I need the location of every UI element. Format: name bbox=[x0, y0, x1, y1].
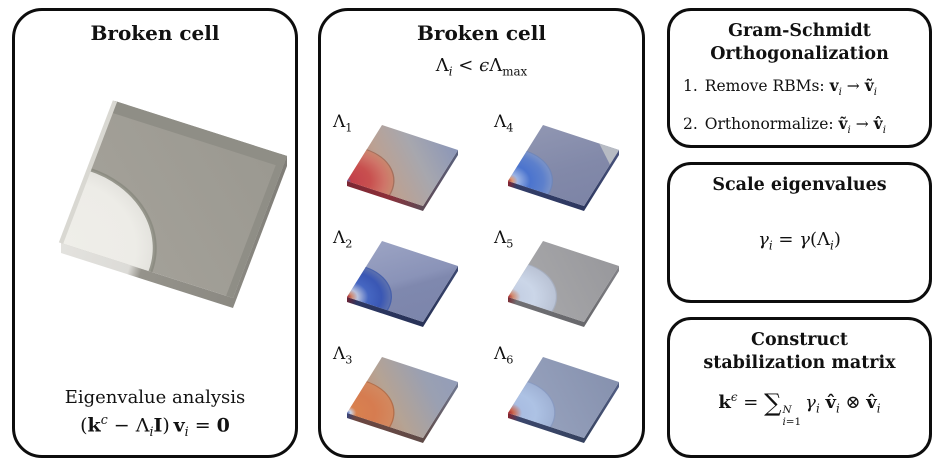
gamma-equation: γi = γ(Λi) bbox=[758, 228, 841, 253]
mode-surface-3d bbox=[335, 341, 480, 455]
eigenvalue-caption: Eigenvalue analysis (kc − ΛiI) vi = 0 bbox=[15, 385, 295, 441]
box-title: Gram-Schmidt Orthogonalization bbox=[670, 11, 929, 66]
panel-title: Broken cell bbox=[417, 21, 546, 45]
panel-broken-cell: Broken cell Eigenvalue analysis (kc − Λi… bbox=[12, 8, 298, 458]
modes-grid: Λ1 Λ2 Λ3 bbox=[329, 103, 640, 455]
mode-label: Λ6 bbox=[494, 344, 514, 367]
step-1: 1. Remove RBMs: vi → ṽi bbox=[683, 76, 916, 99]
step-2: 2. Orthonormalize: ṽi → v̂i bbox=[683, 114, 916, 137]
mode-surface-3d bbox=[496, 225, 641, 339]
box-gram-schmidt: Gram-Schmidt Orthogonalization 1. Remove… bbox=[667, 8, 932, 148]
box-title: Construct stabilization matrix bbox=[670, 320, 929, 375]
panel-title: Broken cell bbox=[90, 21, 220, 45]
mode-surface-3d bbox=[335, 109, 480, 223]
mode-surface-3d bbox=[496, 341, 641, 455]
mode-plot-4: Λ4 bbox=[490, 103, 640, 219]
step-text: Orthonormalize: ṽi → v̂i bbox=[704, 113, 886, 136]
mode-surface-3d bbox=[335, 225, 480, 339]
step-text: Remove RBMs: vi → ṽi bbox=[704, 75, 877, 98]
step-number: 1. bbox=[683, 76, 698, 95]
mode-surface-3d bbox=[496, 109, 641, 223]
box-title-line2: stabilization matrix bbox=[703, 352, 896, 373]
box-title-line2: Orthogonalization bbox=[710, 43, 889, 64]
mode-label: Λ3 bbox=[333, 344, 353, 367]
eigenvalue-equation: (kc − ΛiI) vi = 0 bbox=[80, 411, 230, 439]
mode-label: Λ5 bbox=[494, 228, 514, 251]
gram-schmidt-steps: 1. Remove RBMs: vi → ṽi 2. Orthonormaliz… bbox=[670, 76, 929, 138]
caption-text: Eigenvalue analysis bbox=[64, 386, 246, 408]
box-title-line1: Gram-Schmidt bbox=[728, 21, 871, 41]
mode-plot-1: Λ1 bbox=[329, 103, 479, 219]
mode-label: Λ4 bbox=[494, 112, 514, 135]
eigenvalue-condition: Λi < ϵΛmax bbox=[435, 55, 528, 79]
panel-eigenmodes: Broken cell Λi < ϵΛmax Λ1 Λ2 bbox=[318, 8, 645, 458]
mode-plot-5: Λ5 bbox=[490, 219, 640, 335]
box-scale-eigenvalues: Scale eigenvalues γi = γ(Λi) bbox=[667, 162, 932, 303]
box-title: Scale eigenvalues bbox=[712, 175, 887, 195]
mode-plot-6: Λ6 bbox=[490, 335, 640, 451]
step-number: 2. bbox=[683, 114, 698, 133]
mode-label: Λ1 bbox=[333, 112, 353, 135]
mode-plot-2: Λ2 bbox=[329, 219, 479, 335]
mode-plot-3: Λ3 bbox=[329, 335, 479, 451]
box-title-line1: Construct bbox=[751, 330, 848, 350]
mode-label: Λ2 bbox=[333, 228, 353, 251]
